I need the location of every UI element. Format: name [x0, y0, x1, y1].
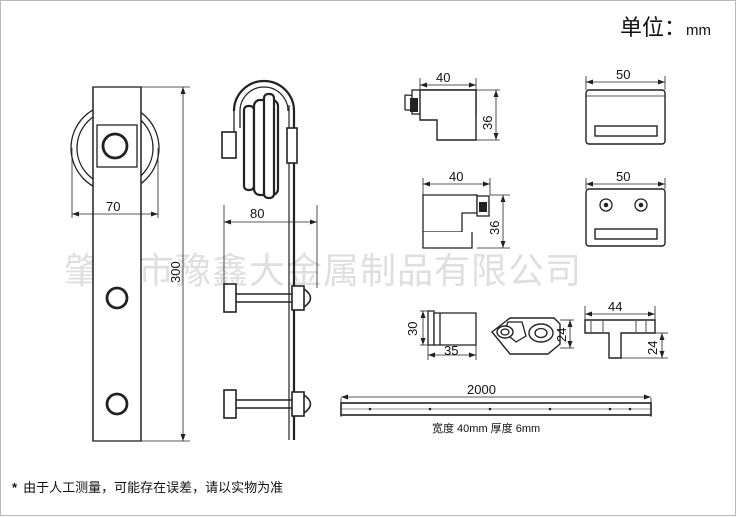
bolt-head-upper [223, 283, 237, 313]
bracket-height-label: 24 [645, 341, 660, 355]
floor-guide: 30 35 [405, 310, 477, 360]
footnote-star: * [12, 480, 18, 495]
hanger-depth-label: 80 [250, 206, 264, 221]
track-rail: 2000 宽度 40mm 厚度 6mm [340, 382, 652, 435]
axle-nut [221, 131, 237, 159]
stop-bottom: 40 36 [422, 169, 510, 249]
stop-bottom-height-label: 36 [487, 221, 502, 235]
wheel-width-label: 70 [106, 199, 120, 214]
floor-guide-width-label: 35 [444, 343, 458, 358]
bolt-head-lower [223, 389, 237, 419]
stop-top: 40 36 [404, 70, 500, 141]
guide-bottom: 50 [585, 169, 666, 247]
stop-bottom-width-label: 40 [449, 169, 463, 184]
company-watermark: 肇庆市豫鑫大金属制品有限公司 [64, 251, 583, 292]
footnote: * 由于人工测量，可能存在误差，请以实物为准 [12, 477, 283, 496]
unit-value: mm [686, 22, 712, 39]
unit-separator: ： [664, 15, 687, 40]
bracket-width-label: 44 [608, 299, 622, 314]
wheel-flange-left [242, 104, 256, 192]
floor-guide-height-label: 30 [405, 322, 420, 336]
unit-label: 单位：mm [620, 10, 711, 42]
side-view: 80 [221, 79, 318, 440]
hanger-strap [232, 79, 296, 440]
wheel-flange-right [262, 92, 276, 200]
rail-spec-label: 宽度 40mm 厚度 6mm [432, 421, 540, 435]
guide-bottom-width-label: 50 [616, 169, 630, 184]
strap-height-label: 300 [168, 261, 183, 283]
rail-length-label: 2000 [467, 382, 496, 397]
spacer-height-label: 24 [554, 328, 569, 342]
strap-hole-lower [105, 392, 129, 416]
stop-top-height-label: 36 [480, 116, 495, 130]
l-bracket: 44 24 [584, 299, 668, 359]
front-view: 70 300 [70, 86, 190, 442]
strap-hole-upper [105, 286, 129, 310]
guide-top: 50 [585, 67, 666, 145]
footnote-text: 由于人工测量，可能存在误差，请以实物为准 [23, 480, 284, 495]
unit-prefix: 单位 [620, 15, 665, 40]
spacer-part: 24 [491, 317, 574, 355]
axle-hole [101, 132, 129, 160]
stop-top-width-label: 40 [436, 70, 450, 85]
guide-top-width-label: 50 [616, 67, 630, 82]
